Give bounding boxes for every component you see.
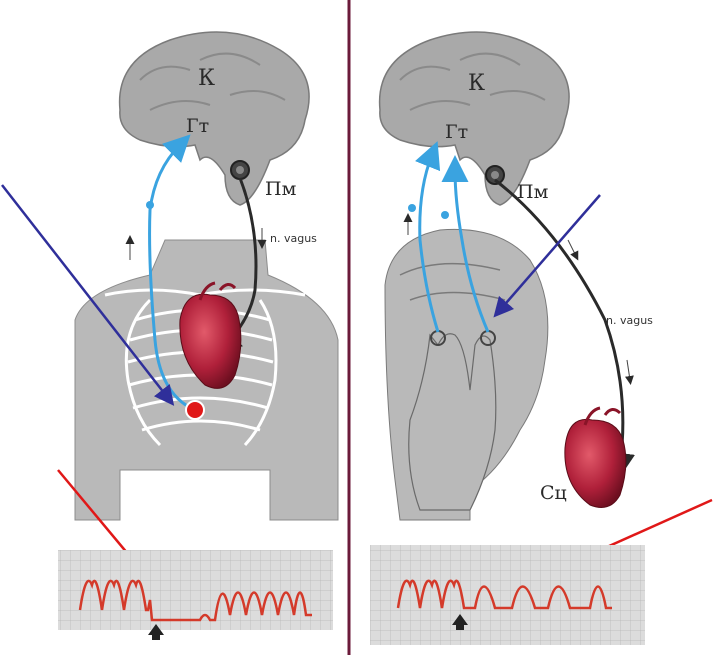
- ecg-trace: [78, 579, 312, 622]
- label-hypothalamus: Гт: [445, 121, 468, 143]
- label-hypothalamus: Гт: [186, 115, 209, 137]
- afferent-path: [148, 134, 196, 412]
- efferent-path: [494, 178, 635, 480]
- heart-icon: [179, 281, 242, 389]
- left-brain: К Гт Пм: [118, 31, 310, 206]
- stimulus-point: [185, 400, 205, 420]
- blue-pointer: [493, 194, 601, 318]
- brain-icon: [378, 31, 570, 206]
- left-panel: К Гт Пм n. vagus: [1, 31, 339, 640]
- right-panel: К Гт Пм n. vagus Сц: [370, 31, 713, 645]
- label-vagus: n. vagus: [270, 232, 317, 245]
- label-cortex: К: [198, 66, 215, 91]
- blue-pointer: [1, 184, 175, 406]
- heart-icon: [564, 406, 627, 508]
- right-brain: К Гт Пм: [378, 31, 570, 206]
- afferent-path-right: [441, 155, 490, 333]
- left-ecg: [58, 550, 333, 640]
- ecg-trace: [396, 579, 612, 610]
- label-heart: Сц: [540, 482, 567, 504]
- label-vagus: n. vagus: [606, 314, 653, 327]
- hand: [408, 333, 497, 511]
- label-medulla: Пм: [265, 178, 297, 200]
- label-cortex: К: [468, 71, 485, 96]
- right-ecg: [370, 545, 645, 645]
- arrow-up-icon: [148, 624, 164, 640]
- arrow-up-icon: [452, 614, 468, 630]
- afferent-path-left: [415, 141, 441, 333]
- label-medulla: Пм: [517, 181, 549, 203]
